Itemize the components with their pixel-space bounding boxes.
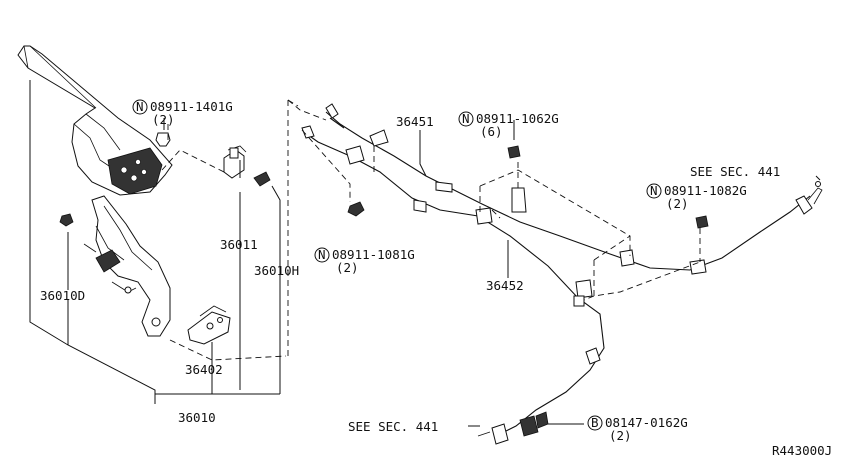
label-bolt-0162: B 08147-0162G (2) <box>587 415 688 443</box>
label-36010D: 36010D <box>40 288 85 303</box>
label-nut-1081-prefix: N <box>318 247 326 262</box>
cable-dashed-box <box>287 99 701 301</box>
label-nut-1081: N 08911-1081G (2) <box>314 247 415 275</box>
cable-nuts <box>347 145 709 229</box>
bolt-36010H <box>253 171 271 187</box>
label-nut-1401-prefix: N <box>136 99 144 114</box>
label-36010: 36010 <box>178 410 216 425</box>
label-nut-1081-code: 08911-1081G <box>332 247 415 262</box>
label-nut-1062-qty: (6) <box>480 124 503 139</box>
label-nut-1401: N 08911-1401G (2) <box>132 99 233 127</box>
label-36451: 36451 <box>396 114 434 129</box>
lever-leader-lines <box>29 80 281 404</box>
leader-lines <box>163 118 821 427</box>
label-nut-1401-qty: (2) <box>152 112 175 127</box>
label-nut-1062-prefix: N <box>462 111 470 126</box>
label-nut-1082: N 08911-1082G (2) <box>646 183 747 211</box>
label-36010H: 36010H <box>254 263 299 278</box>
label-bolt-0162-prefix: B <box>591 415 599 430</box>
label-nut-1062-code: 08911-1062G <box>476 111 559 126</box>
label-nut-1082-code: 08911-1082G <box>664 183 747 198</box>
bracket-36402 <box>187 305 231 345</box>
label-nut-1082-prefix: N <box>650 183 658 198</box>
bracket-36011 <box>223 145 247 179</box>
cable-36451 <box>325 103 823 275</box>
label-see-sec-bottom: SEE SEC. 441 <box>348 419 438 434</box>
diagram-id: R443000J <box>772 443 832 458</box>
label-nut-1081-qty: (2) <box>336 260 359 275</box>
label-nut-1062: N 08911-1062G (6) <box>458 111 559 139</box>
label-36402: 36402 <box>185 362 223 377</box>
brake-lever-assembly <box>17 45 173 337</box>
label-36452: 36452 <box>486 278 524 293</box>
label-nut-1082-qty: (2) <box>666 196 689 211</box>
label-36011: 36011 <box>220 237 258 252</box>
label-nut-1401-code: 08911-1401G <box>150 99 233 114</box>
label-bolt-0162-code: 08147-0162G <box>605 415 688 430</box>
label-see-sec-top: SEE SEC. 441 <box>690 164 780 179</box>
cable-36452 <box>301 125 605 445</box>
label-bolt-0162-qty: (2) <box>609 428 632 443</box>
